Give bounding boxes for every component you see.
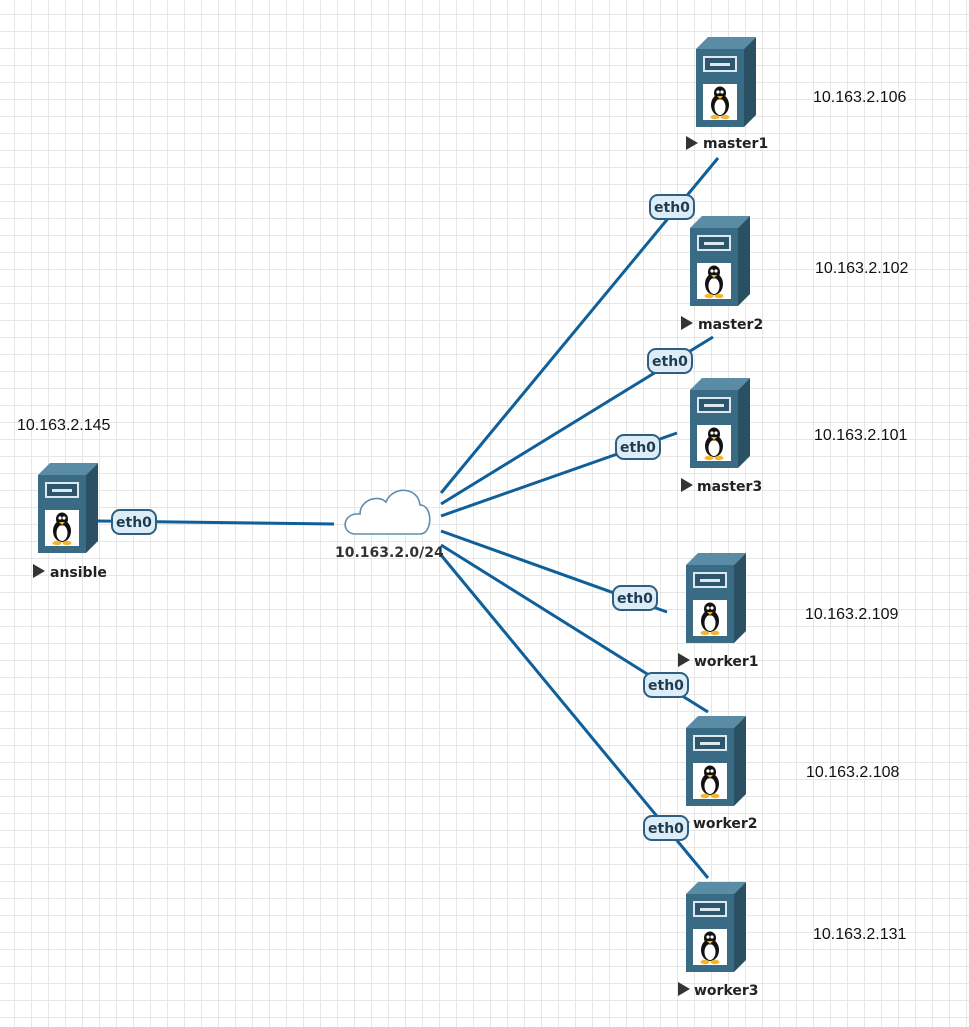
linux-server-icon bbox=[689, 215, 751, 307]
port-label: eth0 bbox=[652, 354, 688, 370]
port-badge-worker3[interactable]: eth0 bbox=[643, 815, 689, 841]
port-label: eth0 bbox=[617, 591, 653, 607]
node-name-master1: master1 bbox=[703, 136, 768, 152]
play-icon bbox=[33, 564, 45, 578]
port-badge-worker2[interactable]: eth0 bbox=[643, 672, 689, 698]
port-label: eth0 bbox=[620, 440, 656, 456]
play-icon bbox=[681, 316, 693, 330]
play-icon bbox=[678, 982, 690, 996]
play-icon bbox=[678, 653, 690, 667]
port-badge-master2[interactable]: eth0 bbox=[647, 348, 693, 374]
node-name-master3: master3 bbox=[697, 479, 762, 495]
linux-server-icon bbox=[685, 715, 747, 807]
linux-server-icon bbox=[37, 462, 99, 554]
node-name-worker1: worker1 bbox=[694, 654, 759, 670]
port-label: eth0 bbox=[648, 678, 684, 694]
play-icon bbox=[681, 478, 693, 492]
node-name-worker3: worker3 bbox=[694, 983, 759, 999]
node-name-master2: master2 bbox=[698, 317, 763, 333]
node-name-worker2: worker2 bbox=[693, 816, 758, 832]
node-master2[interactable]: master2 bbox=[681, 215, 763, 333]
node-name-ansible: ansible bbox=[50, 565, 107, 581]
ip-label-worker2: 10.163.2.108 bbox=[806, 764, 900, 781]
linux-server-icon bbox=[695, 36, 757, 128]
node-worker1[interactable]: worker1 bbox=[678, 552, 759, 670]
port-badge-worker1[interactable]: eth0 bbox=[612, 585, 658, 611]
network-label: 10.163.2.0/24 bbox=[335, 545, 444, 561]
node-worker3[interactable]: worker3 bbox=[678, 881, 759, 999]
network-cloud[interactable]: 10.163.2.0/24 bbox=[335, 489, 444, 561]
port-label: eth0 bbox=[654, 200, 690, 216]
cloud-icon bbox=[344, 489, 431, 535]
ip-label-master2: 10.163.2.102 bbox=[815, 260, 909, 277]
port-label: eth0 bbox=[648, 821, 684, 837]
port-badge-master1[interactable]: eth0 bbox=[649, 194, 695, 220]
node-worker2[interactable]: worker2 bbox=[678, 715, 758, 832]
ip-label-ansible: 10.163.2.145 bbox=[17, 417, 111, 434]
node-master1[interactable]: master1 bbox=[686, 36, 768, 152]
node-ansible[interactable]: ansible bbox=[33, 462, 107, 581]
ip-label-worker3: 10.163.2.131 bbox=[813, 926, 907, 943]
node-master3[interactable]: master3 bbox=[681, 377, 762, 495]
ip-label-master1: 10.163.2.106 bbox=[813, 89, 907, 106]
linux-server-icon bbox=[685, 881, 747, 973]
play-icon bbox=[686, 136, 698, 150]
linux-server-icon bbox=[689, 377, 751, 469]
links bbox=[97, 157, 720, 879]
port-label: eth0 bbox=[116, 515, 152, 531]
port-badge-master3[interactable]: eth0 bbox=[615, 434, 661, 460]
port-badge-ansible[interactable]: eth0 bbox=[111, 509, 157, 535]
ip-label-master3: 10.163.2.101 bbox=[814, 427, 908, 444]
linux-server-icon bbox=[685, 552, 747, 644]
ip-label-worker1: 10.163.2.109 bbox=[805, 606, 899, 623]
